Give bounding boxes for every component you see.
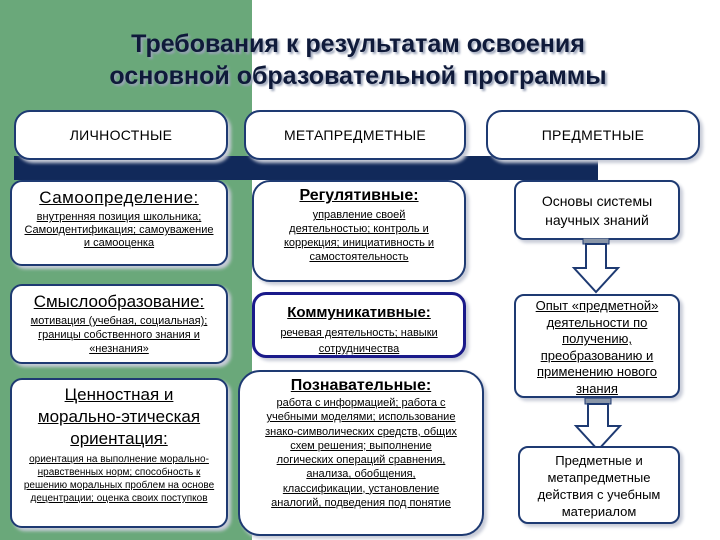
page-title: Требования к результатам освоения основн… [8,28,708,92]
meta-communicative-body: речевая деятельность; навыки сотрудничес… [280,327,438,355]
personal-self-determination: Самоопределение: внутренняя позиция школ… [10,180,228,266]
header-personal: ЛИЧНОСТНЫЕ [14,110,228,160]
personal-meaning-formation: Смыслообразование: мотивация (учебная, с… [10,284,228,364]
subject-activity-experience: Опыт «предметной» деятельности по получе… [514,294,680,398]
title-line-2: основной образовательной программы [109,62,607,90]
subject-learning-actions: Предметные и метапредметные действия с у… [518,446,680,524]
meta-regulatory-body: управление своей деятельностью; контроль… [283,209,435,263]
personal-value-orientation: Ценностная и морально-этическая ориентац… [10,378,228,528]
meta-cognitive-heading: Познавательные: [290,377,432,394]
meta-communicative: Коммуникативные: речевая деятельность; н… [252,292,466,358]
meta-regulatory-heading: Регулятивные: [299,187,419,204]
header-subject: ПРЕДМЕТНЫЕ [486,110,700,160]
meta-communicative-heading: Коммуникативные: [287,304,431,321]
arrow-down-icon [571,238,621,294]
title-line-1: Требования к результатам освоения [131,30,585,58]
personal-meaning-formation-body: мотивация (учебная, социальная); границы… [30,315,208,355]
personal-self-determination-body: внутренняя позиция школьника; Самоиденти… [24,211,214,249]
personal-value-orientation-heading: Ценностная и морально-этическая ориентац… [37,385,201,448]
meta-regulatory: Регулятивные: управление своей деятельно… [252,180,466,282]
header-metasubject: МЕТАПРЕДМЕТНЫЕ [244,110,466,160]
personal-meaning-formation-heading: Смыслообразование: [33,292,205,311]
subject-knowledge-foundations: Основы системы научных знаний [514,180,680,240]
connector-bar [14,156,598,180]
meta-cognitive: Познавательные: работа с информацией; ра… [238,370,484,536]
personal-value-orientation-body: ориентация на выполнение морально-нравст… [23,454,215,504]
meta-cognitive-body: работа с информацией; работа с учебными … [265,397,457,510]
arrow-down-icon-2 [573,398,623,452]
personal-self-determination-heading: Самоопределение: [39,188,199,207]
